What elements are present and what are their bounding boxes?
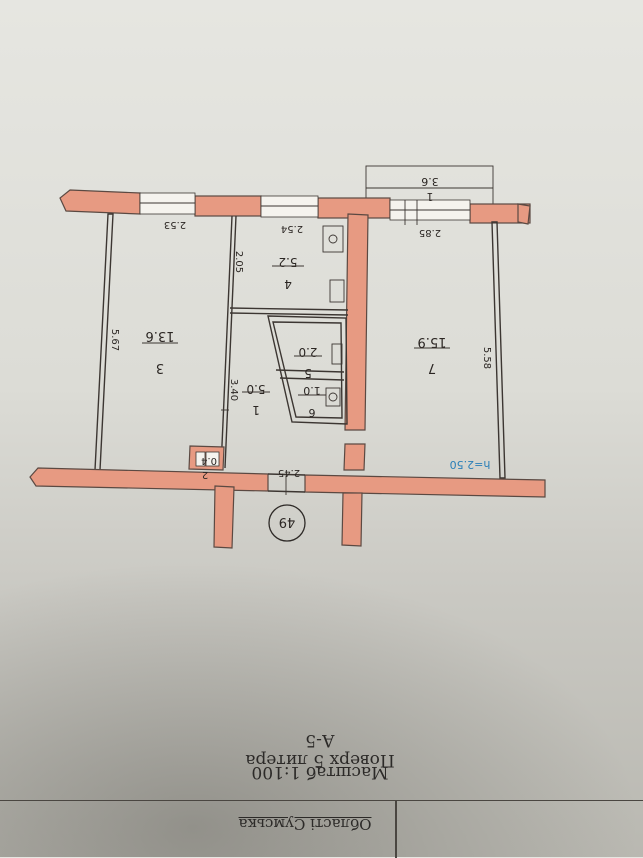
title-block: Області Сумська <box>0 800 643 858</box>
dimension-ticks <box>221 200 418 495</box>
room6-area: 1.0 <box>303 384 321 397</box>
dim-room3-width: 2.53 <box>164 219 186 230</box>
closet-room2 <box>188 445 225 471</box>
wall-room7-lower <box>343 443 366 471</box>
dim-room4-length: 2.05 <box>233 251 244 273</box>
room2-area: 0.4 <box>201 455 217 466</box>
room1-area: 5.0 <box>246 382 265 396</box>
dim-hall-width: 2.45 <box>278 467 300 478</box>
dim-room3-length: 5.67 <box>109 329 120 351</box>
title-block-divider <box>395 801 397 858</box>
room5-number: 5 <box>304 366 312 380</box>
dim-room7-width: 2.85 <box>419 227 441 238</box>
ceiling-height: h=2.50 <box>450 458 491 471</box>
partition-room3 <box>224 215 237 469</box>
wall-room4-room7 <box>344 213 369 431</box>
bottom-wall <box>29 467 546 549</box>
bathroom-block <box>267 315 348 425</box>
windows <box>139 192 471 221</box>
room6-number: 6 <box>309 406 316 419</box>
room4-number: 4 <box>284 277 292 291</box>
balcony-area: 3.6 <box>421 175 439 188</box>
entrance-marker <box>268 504 306 542</box>
room7-area: 15.9 <box>418 334 447 349</box>
kitchen-fixtures <box>322 225 345 303</box>
top-wall <box>59 189 531 225</box>
right-wall <box>491 221 506 479</box>
room3-number: 3 <box>156 360 164 375</box>
dim-room4-width: 2.54 <box>281 223 303 234</box>
dim-room7-length: 5.58 <box>481 347 492 369</box>
room3-area: 13.6 <box>146 328 175 343</box>
room4-area: 5.2 <box>278 255 297 269</box>
room1-number: 1 <box>252 403 260 417</box>
room5-area: 2.0 <box>298 345 317 359</box>
scale-label: Масштаб 1:100 <box>251 762 389 782</box>
entrance-number: 49 <box>279 514 296 529</box>
region-label: Області Сумська <box>238 815 372 833</box>
balcony-number: 1 <box>427 190 434 203</box>
room2-number: 2 <box>202 469 208 480</box>
dim-hall-length: 3.40 <box>228 379 239 401</box>
room7-number: 7 <box>428 360 436 375</box>
